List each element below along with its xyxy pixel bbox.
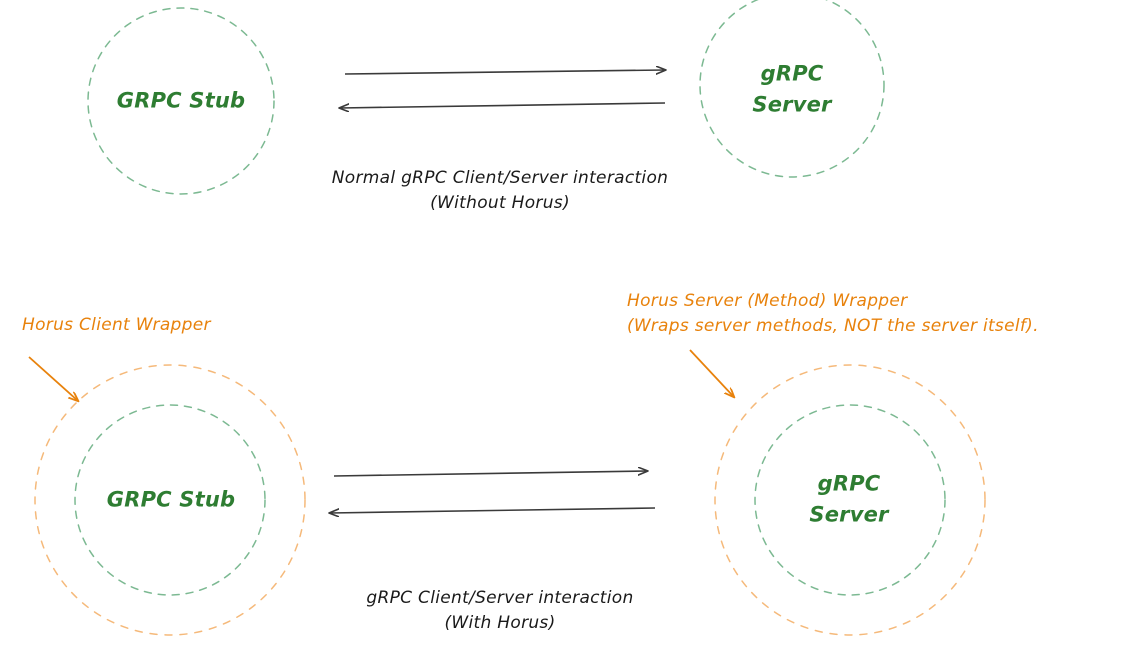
horus-server-wrapper-annotation-line1: Horus Server (Method) Wrapper bbox=[627, 291, 908, 311]
grpc-stub-label-top: GRPC Stub bbox=[116, 88, 246, 113]
grpc-stub-circle-bottom bbox=[74, 404, 266, 596]
bottom-caption-line2: (With Horus) bbox=[444, 613, 556, 633]
grpc-stub-circle-top bbox=[87, 7, 275, 195]
response-arrow-bottom bbox=[330, 507, 656, 513]
grpc-server-label-bottom-line1: gRPC bbox=[817, 471, 881, 496]
top-caption-line2: (Without Horus) bbox=[430, 193, 570, 213]
request-arrow-top bbox=[344, 70, 665, 74]
horus-server-wrapper-circle bbox=[714, 364, 986, 636]
bottom-caption-line1: gRPC Client/Server interaction bbox=[366, 588, 634, 608]
grpc-server-label-bottom-line2: Server bbox=[809, 502, 889, 527]
server-wrapper-leader-arrow bbox=[689, 349, 733, 396]
request-arrow-bottom bbox=[333, 471, 647, 477]
client-wrapper-leader-arrow bbox=[28, 356, 77, 400]
response-arrow-top bbox=[340, 102, 666, 108]
grpc-server-circle-bottom bbox=[754, 404, 946, 596]
top-caption-line1: Normal gRPC Client/Server interaction bbox=[331, 168, 669, 188]
grpc-server-label-top-line1: gRPC bbox=[760, 61, 824, 86]
horus-client-wrapper-annotation: Horus Client Wrapper bbox=[22, 315, 211, 335]
grpc-stub-label-bottom: GRPC Stub bbox=[106, 487, 236, 512]
grpc-server-label-top-line2: Server bbox=[752, 92, 832, 117]
horus-client-wrapper-circle bbox=[34, 364, 306, 636]
horus-server-wrapper-annotation-line2: (Wraps server methods, NOT the server it… bbox=[627, 316, 1039, 336]
grpc-server-circle-top bbox=[699, 0, 885, 178]
